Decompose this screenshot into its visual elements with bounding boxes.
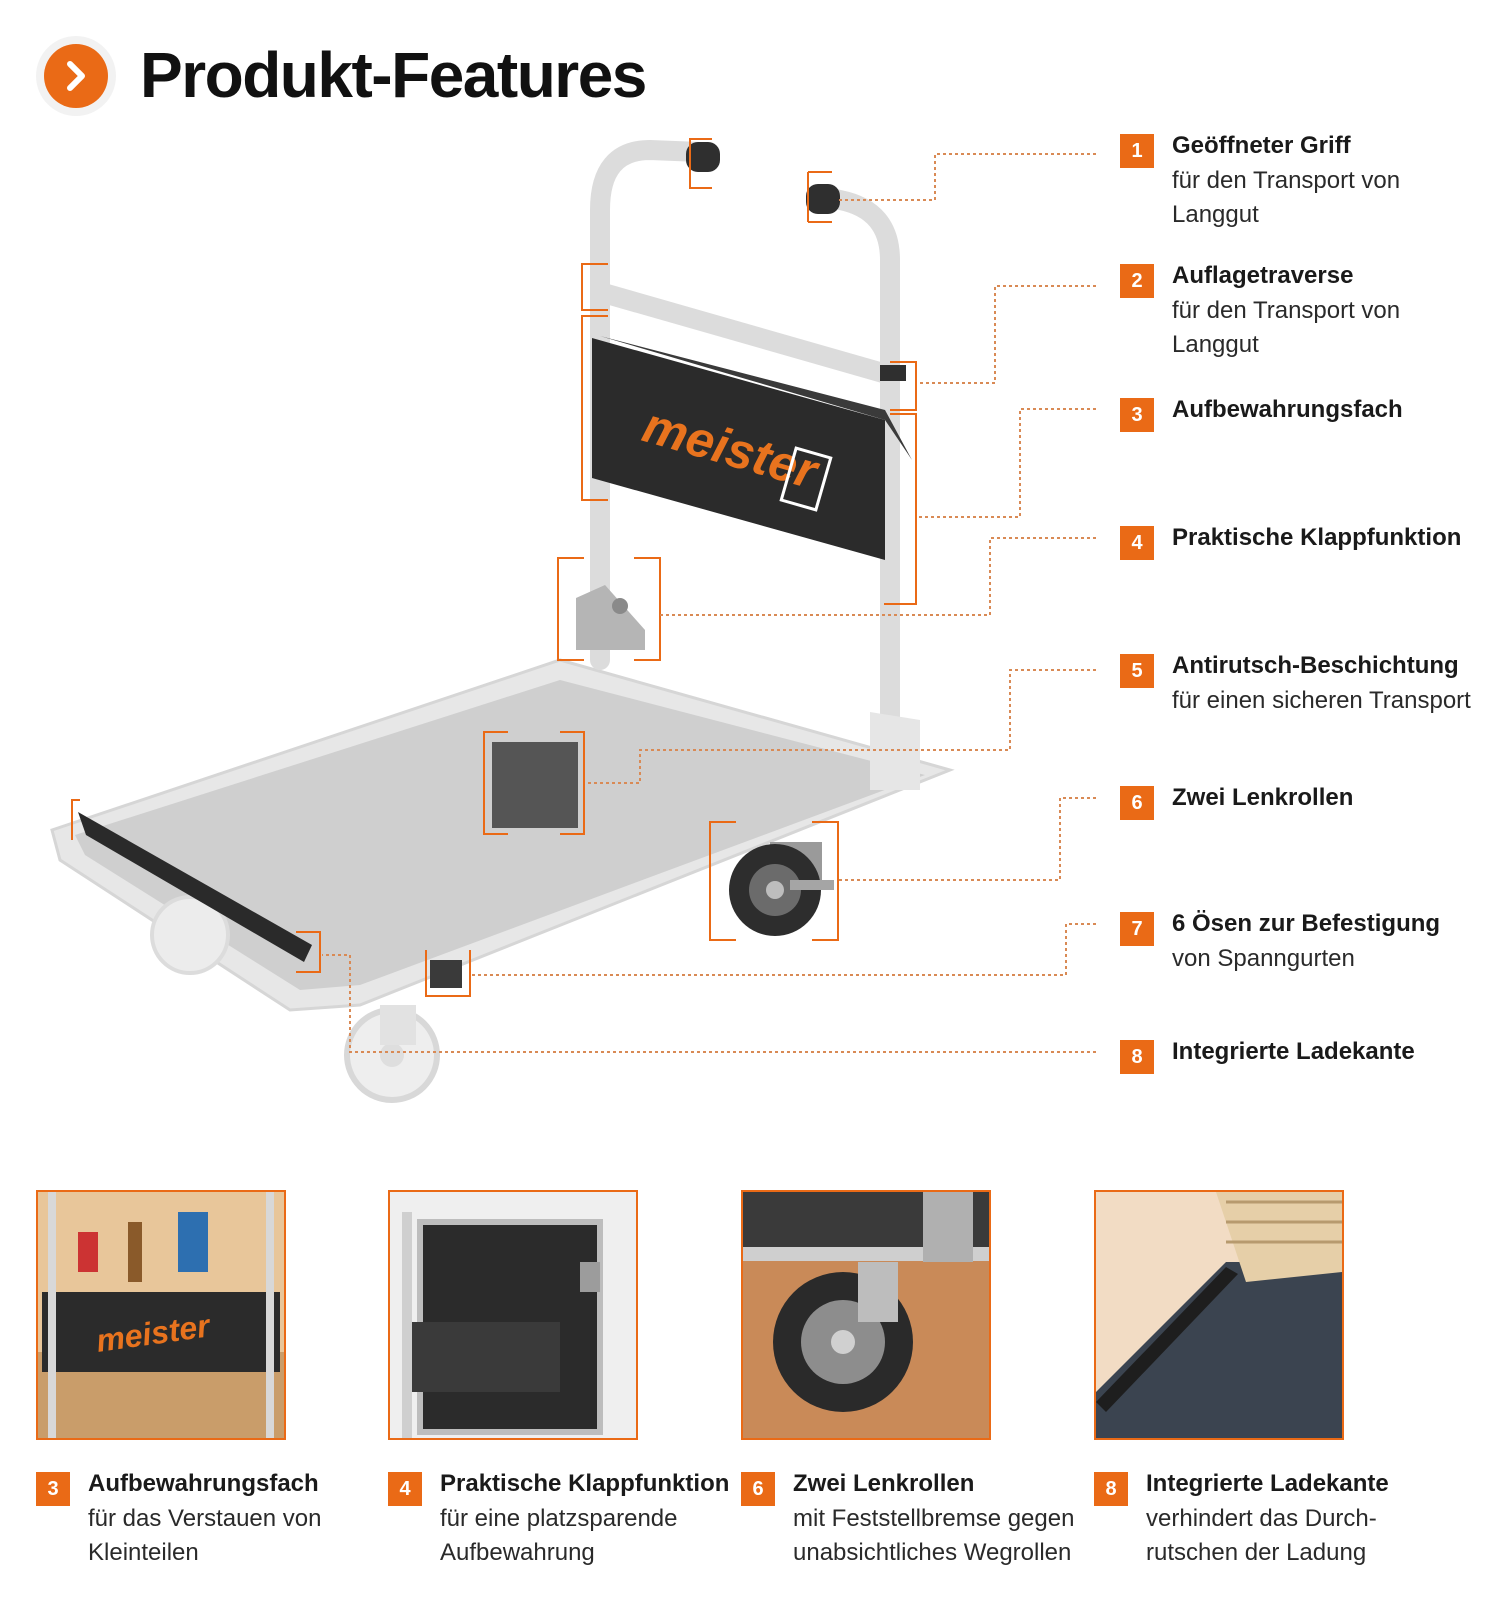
detail-badge: 4 (388, 1472, 422, 1506)
detail-desc: mit Feststellbremse gegen unabsichtliche… (793, 1505, 1075, 1566)
feature-title: Antirutsch-Beschichtung (1172, 652, 1459, 679)
feature-badge: 2 (1120, 264, 1154, 298)
feature-badge: 4 (1120, 526, 1154, 560)
detail-desc: für eine platzsparende Aufbewahrung (440, 1505, 678, 1566)
page-title: Produkt-Features (140, 39, 647, 111)
feature-title: Zwei Lenkrollen (1172, 784, 1354, 811)
feature-desc: von Spanngurten (1172, 945, 1355, 972)
chevron-right-icon (36, 36, 116, 116)
front-left-wheel (344, 1005, 440, 1103)
callout-brackets (71, 138, 917, 997)
detail-photo-casters (741, 1190, 991, 1440)
grip-left (686, 142, 720, 172)
loading-edge (78, 812, 312, 962)
feature-badge: 1 (1120, 134, 1154, 168)
feature-badge: 5 (1120, 654, 1154, 688)
detail-badge: 3 (36, 1472, 70, 1506)
detail-title: Praktische Klappfunktion (440, 1470, 730, 1497)
detail-desc: für das Verstauen von Kleinteilen (88, 1505, 322, 1566)
feature-title: Praktische Klappfunktion (1172, 524, 1462, 551)
detail-desc: verhindert das Durch-rutschen der Ladung (1146, 1505, 1377, 1566)
feature-badge: 3 (1120, 398, 1154, 432)
feature-title: Aufbewahrungsfach (1172, 396, 1403, 423)
detail-title: Aufbewahrungsfach (88, 1470, 319, 1497)
product-diagram: meister (50, 138, 1096, 1103)
feature-desc: für den Transport von Langgut (1172, 297, 1401, 358)
anti-slip-patch (492, 742, 578, 828)
feature-badge: 7 (1120, 912, 1154, 946)
strap-eyelet (430, 960, 462, 988)
swivel-caster-wheel (729, 842, 834, 936)
feature-title: Auflagetraverse (1172, 262, 1354, 289)
handle-frame (590, 140, 900, 750)
feature-desc: für den Transport von Langgut (1172, 167, 1401, 228)
leader-lines (322, 153, 1096, 1053)
detail-photo-loading-edge (1094, 1190, 1344, 1440)
detail-badge: 8 (1094, 1472, 1128, 1506)
detail-badge: 6 (741, 1472, 775, 1506)
feature-title: 6 Ösen zur Befestigung (1172, 910, 1441, 937)
detail-photo-storage: meister (36, 1190, 286, 1440)
detail-photo-folding (388, 1190, 638, 1440)
feature-desc: für einen sicheren Transport (1172, 687, 1471, 714)
storage-compartment: meister (592, 336, 912, 560)
rear-left-wheel (150, 895, 230, 975)
feature-title: Integrierte Ladekante (1172, 1038, 1415, 1065)
detail-title: Zwei Lenkrollen (793, 1470, 975, 1497)
crossbar-clamp (880, 365, 906, 381)
grip-right (806, 184, 840, 214)
feature-badge: 8 (1120, 1040, 1154, 1074)
detail-title: Integrierte Ladekante (1146, 1470, 1389, 1497)
feature-title: Geöffneter Griff (1172, 132, 1351, 159)
feature-badge: 6 (1120, 786, 1154, 820)
folding-hinge (576, 585, 920, 790)
